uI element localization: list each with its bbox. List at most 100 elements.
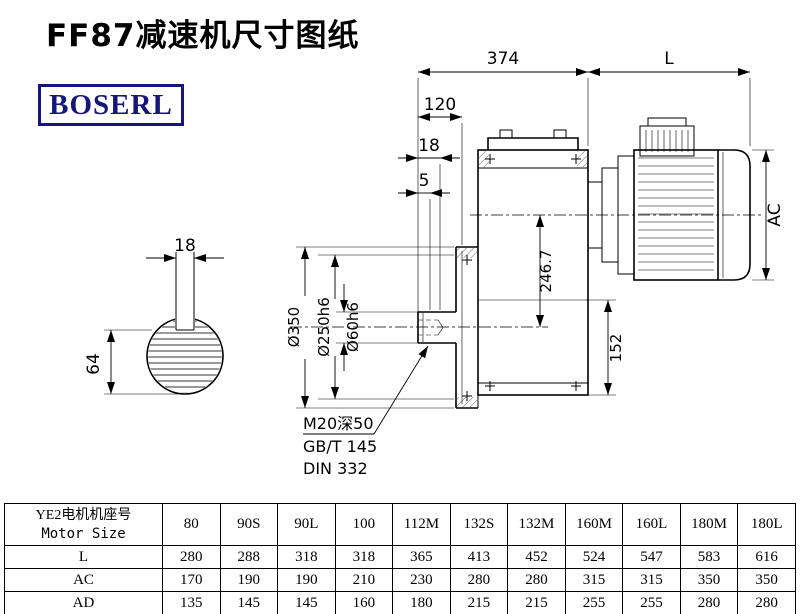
dim-5-label: 5 (419, 171, 430, 191)
dia-350-label: Ø350 (285, 307, 303, 347)
terminal-box-louvers (645, 130, 689, 152)
thread-spec-label: M20深50 (303, 414, 374, 433)
table-cell: 452 (507, 545, 566, 569)
housing-outline (477, 149, 589, 396)
motor (587, 117, 751, 281)
dia-60-ext (336, 311, 418, 344)
motor-cooling-fins (638, 157, 714, 271)
motor-size-header-cell: YE2电机机座号 Motor Size (4, 503, 163, 546)
dim-18-label: 18 (418, 136, 440, 156)
table-cell: 180 (392, 591, 451, 614)
brand-logo: BOSERL (38, 84, 184, 126)
keyway-lines (175, 252, 195, 331)
dim-246-label: 246.7 (537, 250, 555, 293)
dim-AC-label: AC (765, 203, 785, 226)
dim-120-label: 120 (424, 95, 456, 115)
table-row-AC: AC 170 190 190 210 230 280 280 315 315 3… (4, 568, 796, 592)
dim-374-L: 374 L (417, 49, 751, 312)
housing-hatch-right (577, 151, 587, 167)
table-cell: 215 (507, 591, 566, 614)
dim-120-18-5: 120 18 5 (398, 95, 463, 310)
thread-leader (373, 345, 429, 435)
column-header: 100 (334, 503, 394, 546)
column-header: 90S (219, 503, 279, 546)
housing-top-cap (487, 137, 579, 150)
housing-bolt-crosses (485, 154, 581, 391)
column-header: 112M (392, 503, 451, 546)
table-cell: 350 (737, 568, 796, 592)
flange-outline (455, 246, 478, 409)
column-header: 180L (737, 503, 796, 546)
row-label: AD (4, 591, 163, 614)
mounting-flange (455, 246, 479, 409)
table-cell: 255 (622, 591, 681, 614)
top-ext-lines (417, 78, 751, 312)
table-cell: 547 (622, 545, 681, 569)
table-cell: 210 (334, 568, 394, 592)
tapped-hole-tip (437, 319, 444, 336)
dia-60-label: Ø60h6 (344, 302, 362, 352)
flange-hatch-top (457, 248, 477, 258)
vertical-dimensions: 246.7 152 AC (536, 149, 785, 396)
table-cell: 255 (564, 591, 624, 614)
table-row-L: L 280 288 318 318 365 413 452 524 547 58… (4, 545, 796, 569)
table-cell: 524 (564, 545, 624, 569)
table-cell: 616 (737, 545, 796, 569)
table-cell: 160 (334, 591, 394, 614)
keyway-width-label: 18 (174, 236, 196, 256)
row-label: AC (4, 568, 163, 592)
column-header: 132M (507, 503, 566, 546)
table-cell: 280 (449, 568, 509, 592)
thread-std-din-label: DIN 332 (303, 459, 368, 478)
column-header: 132S (449, 503, 509, 546)
housing-hatch-left (479, 151, 489, 167)
header-en: Motor Size (41, 525, 126, 542)
dia-dimensions: Ø350 Ø250h6 Ø60h6 (285, 246, 454, 409)
housing-top-bolt-right (553, 129, 567, 139)
table-cell: 170 (162, 568, 221, 592)
thread-std-gb-label: GB/T 145 (303, 437, 377, 456)
technical-drawing: 18 64 (84, 49, 785, 478)
table-cell: 190 (277, 568, 336, 592)
column-header: 90L (277, 503, 336, 546)
shaft-section-view: 18 64 (84, 236, 224, 395)
table-cell: 230 (392, 568, 451, 592)
flange-bolt-crosses (462, 255, 472, 401)
table-cell: 190 (219, 568, 279, 592)
table-cell: 280 (737, 591, 796, 614)
dim-152-label: 152 (607, 334, 625, 363)
dia-250-ext (318, 254, 454, 400)
keyway-cutout (175, 314, 195, 330)
dia-350-ext (296, 246, 454, 409)
table-cell: 280 (679, 591, 739, 614)
table-cell: 583 (679, 545, 739, 569)
column-header: 160L (622, 503, 681, 546)
page-title: FF87减速机尺寸图纸 (46, 18, 360, 54)
table-cell: 215 (449, 591, 509, 614)
brand-text: BOSERL (49, 88, 173, 121)
flange-hatch-bottom (457, 397, 477, 407)
table-cell: 350 (679, 568, 739, 592)
fan-cover (718, 149, 751, 281)
column-header: 80 (162, 503, 221, 546)
row-label: L (4, 545, 163, 569)
dia-250-label: Ø250h6 (315, 297, 333, 357)
table-cell: 365 (392, 545, 451, 569)
column-header: 160M (564, 503, 624, 546)
output-shaft-outline (417, 311, 456, 344)
thread-callout: M20深50 GB/T 145 DIN 332 (303, 345, 429, 478)
motor-size-table: YE2电机机座号 Motor Size 80 90S 90L 100 112M … (4, 503, 796, 614)
gearbox-housing (477, 129, 589, 396)
table-cell: 280 (507, 568, 566, 592)
terminal-box (639, 125, 695, 157)
table-cell: 413 (449, 545, 509, 569)
header-cn: YE2电机机座号 (35, 507, 132, 523)
table-cell: 280 (162, 545, 221, 569)
dim-L-label: L (664, 49, 674, 69)
housing-top-bolt-left (499, 129, 513, 139)
table-cell: 315 (564, 568, 624, 592)
table-cell: 315 (622, 568, 681, 592)
table-header-row: YE2电机机座号 Motor Size 80 90S 90L 100 112M … (4, 503, 796, 546)
table-cell: 145 (219, 591, 279, 614)
table-cell: 145 (277, 591, 336, 614)
